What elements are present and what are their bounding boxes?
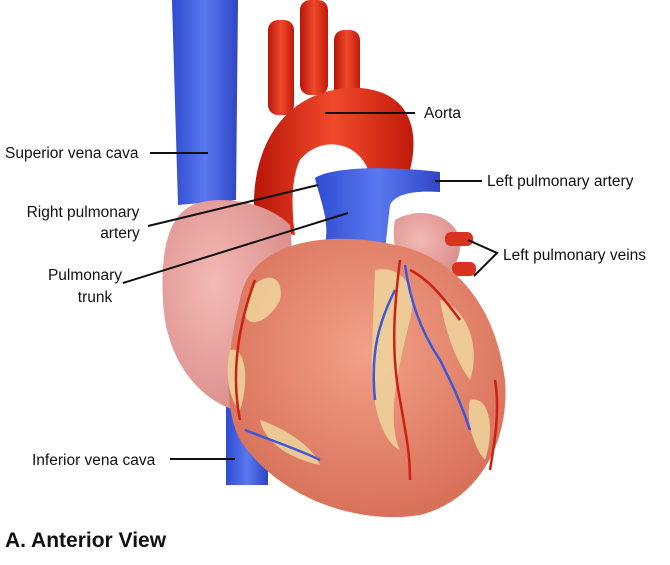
coronary-vessels <box>234 259 499 481</box>
label-right-pulmonary-artery-1: Right pulmonary <box>27 204 140 221</box>
label-inferior-vena-cava: Inferior vena cava <box>32 452 156 469</box>
lpv-leader-line <box>467 239 499 277</box>
superior-vena-cava-shape <box>172 0 238 205</box>
label-aorta: Aorta <box>424 105 461 122</box>
pulmonary-trunk-leader-line <box>122 212 349 284</box>
label-right-pulmonary-artery-2: artery <box>100 225 140 242</box>
label-left-pulmonary-artery: Left pulmonary artery <box>487 173 634 190</box>
label-superior-vena-cava: Superior vena cava <box>5 145 139 162</box>
figure-caption: A. Anterior View <box>5 529 167 552</box>
label-pulmonary-trunk-1: Pulmonary <box>48 267 122 284</box>
label-pulmonary-trunk-2: trunk <box>78 289 113 306</box>
aorta-shape <box>253 0 414 235</box>
pulmonary-trunk-shape <box>315 168 440 250</box>
left-pulmonary-veins-shape <box>445 232 476 276</box>
label-left-pulmonary-veins: Left pulmonary veins <box>503 247 646 264</box>
rpa-leader-line <box>147 184 319 227</box>
